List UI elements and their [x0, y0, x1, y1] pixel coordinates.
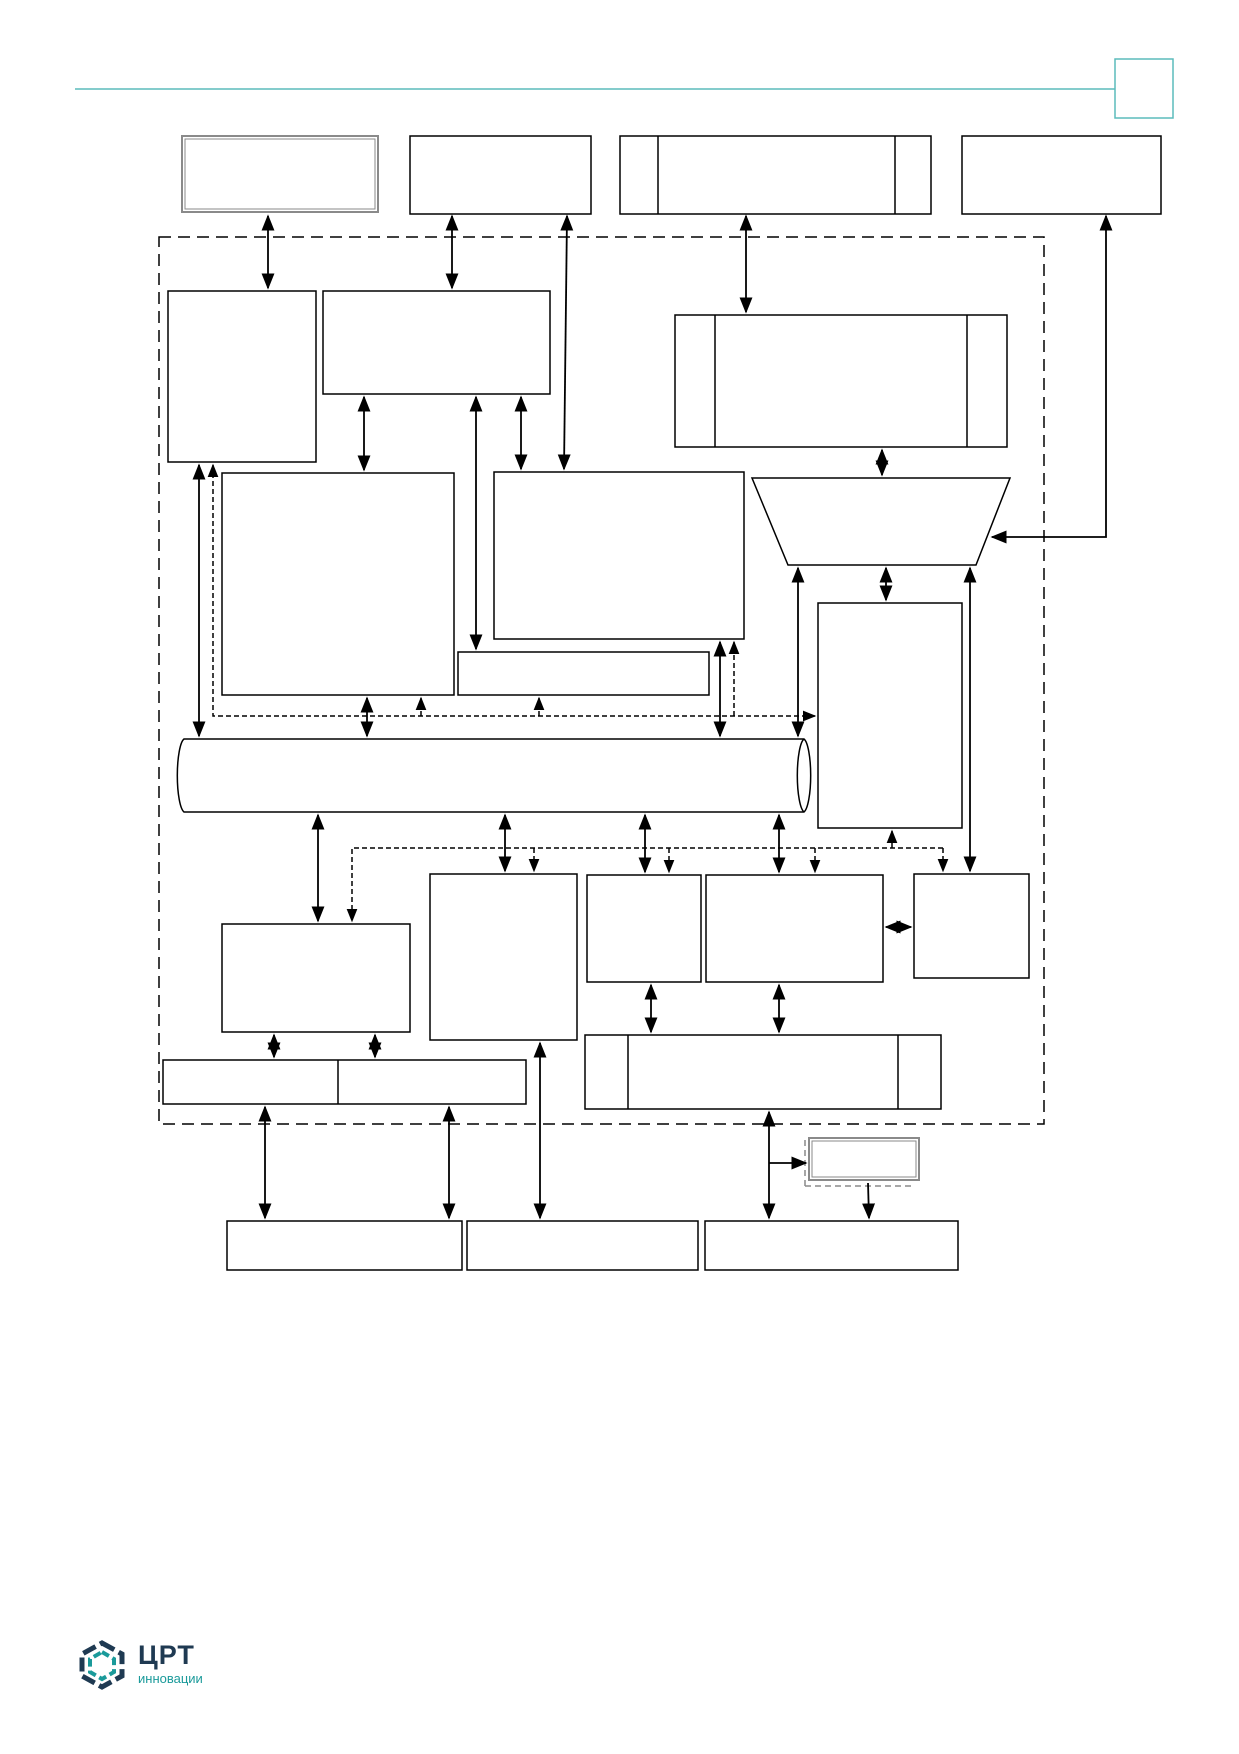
inner-block-j — [586, 874, 702, 983]
bus-cylinder — [176, 738, 812, 813]
inner-block-d — [221, 472, 455, 696]
inner-block-c — [674, 314, 1008, 448]
inner-block-f — [457, 651, 710, 696]
external-block-1-inner — [184, 138, 376, 210]
inner-block-g — [817, 602, 963, 829]
optional-block-inner — [811, 1140, 917, 1178]
external-block-5 — [226, 1220, 463, 1271]
inner-block-a — [167, 290, 317, 463]
connector — [862, 1182, 876, 1220]
connector — [990, 214, 1113, 544]
external-block-3 — [619, 135, 932, 215]
inner-block-m — [584, 1034, 942, 1110]
external-block-7 — [704, 1220, 959, 1271]
inner-block-i — [429, 873, 578, 1041]
dashed-connector — [346, 847, 943, 923]
connector — [557, 214, 574, 471]
logo-name: ЦРТ — [138, 1640, 195, 1670]
hexagon-logo-icon — [79, 1640, 125, 1690]
logo-tagline: инновации — [138, 1671, 203, 1686]
inner-block-e — [493, 471, 745, 640]
inner-block-h — [221, 923, 411, 1033]
inner-block-l — [913, 873, 1030, 979]
external-block-4 — [961, 135, 1162, 215]
page-number-box — [1114, 58, 1174, 119]
external-block-2 — [409, 135, 592, 215]
external-block-1 — [181, 135, 379, 213]
trapezoid-block — [750, 477, 1012, 566]
inner-block-k — [705, 874, 884, 983]
interface-block — [162, 1059, 527, 1105]
optional-block — [808, 1137, 920, 1181]
inner-block-b — [322, 290, 551, 395]
bus-cylinder-cap — [796, 738, 805, 813]
company-logo: ЦРТ инновации — [76, 1640, 226, 1692]
external-block-6 — [466, 1220, 699, 1271]
dashed-connector — [207, 463, 817, 722]
system-boundary — [158, 236, 1045, 1125]
